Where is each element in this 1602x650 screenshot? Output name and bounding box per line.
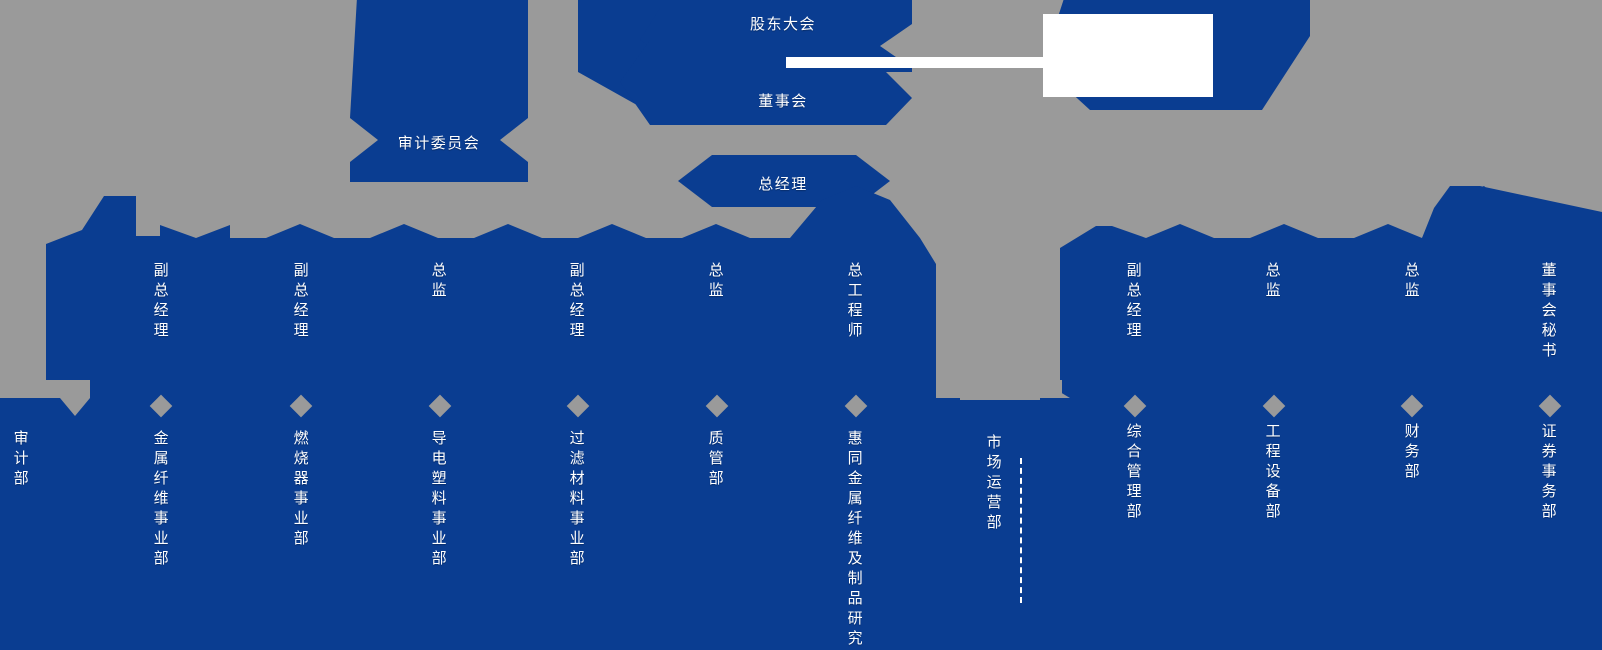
dept-label-metal-fiber[interactable]: 金属纤维事业部: [151, 430, 170, 570]
dept-label-burner[interactable]: 燃烧器事业部: [291, 430, 310, 550]
shape-board-left-filler: [620, 40, 700, 125]
market-column-dashed-divider: [1020, 458, 1022, 603]
role-label-board-secretary[interactable]: 董事会秘书: [1539, 262, 1558, 362]
dept-label-research-institute[interactable]: 惠同金属纤维及制品研究院: [845, 430, 864, 650]
shape-audit-gray-notch: [0, 380, 90, 416]
node-label-general-manager[interactable]: 总经理: [758, 175, 808, 193]
role-label-director-3[interactable]: 总监: [1263, 262, 1282, 302]
shape-group-gap: [940, 260, 1058, 400]
shape-dept-group-right: [1060, 398, 1602, 650]
role-label-chief-engineer[interactable]: 总工程师: [845, 262, 864, 342]
dept-label-market-operations[interactable]: 市场运营部: [984, 434, 1003, 534]
shape-board-of-directors[interactable]: [650, 72, 912, 125]
dept-label-conductive-plastic[interactable]: 导电塑料事业部: [429, 430, 448, 570]
role-label-vgm-3[interactable]: 副总经理: [567, 262, 586, 342]
dept-label-finance[interactable]: 财务部: [1402, 423, 1421, 483]
dept-label-securities-affairs[interactable]: 证券事务部: [1539, 423, 1558, 523]
board-to-blank-connector: [786, 57, 1048, 68]
blank-node-card[interactable]: [1043, 14, 1213, 97]
shape-role-group-left: [46, 186, 936, 418]
role-label-director-1[interactable]: 总监: [429, 262, 448, 302]
role-label-vgm-1[interactable]: 副总经理: [151, 262, 170, 342]
dept-label-engineering-equipment[interactable]: 工程设备部: [1263, 423, 1282, 523]
role-label-vgm-4[interactable]: 副总经理: [1124, 262, 1143, 342]
shape-dept-group-left: [0, 398, 936, 650]
dept-label-quality[interactable]: 质管部: [706, 430, 725, 490]
shape-audit-committee[interactable]: [350, 0, 528, 182]
dept-label-general-admin[interactable]: 综合管理部: [1124, 423, 1143, 523]
role-label-vgm-2[interactable]: 副总经理: [291, 262, 310, 342]
node-label-board-of-directors[interactable]: 董事会: [758, 92, 808, 110]
dept-label-audit[interactable]: 审计部: [11, 430, 30, 490]
dept-label-filter-material[interactable]: 过滤材料事业部: [567, 430, 586, 570]
node-label-shareholders-meeting[interactable]: 股东大会: [749, 15, 817, 33]
node-label-audit-committee[interactable]: 审计委员会: [397, 134, 481, 152]
shape-market-column: [936, 398, 1062, 650]
shape-board-secretary-peak: [1422, 186, 1602, 250]
role-label-director-4[interactable]: 总监: [1402, 262, 1421, 302]
role-label-director-2[interactable]: 总监: [706, 262, 725, 302]
